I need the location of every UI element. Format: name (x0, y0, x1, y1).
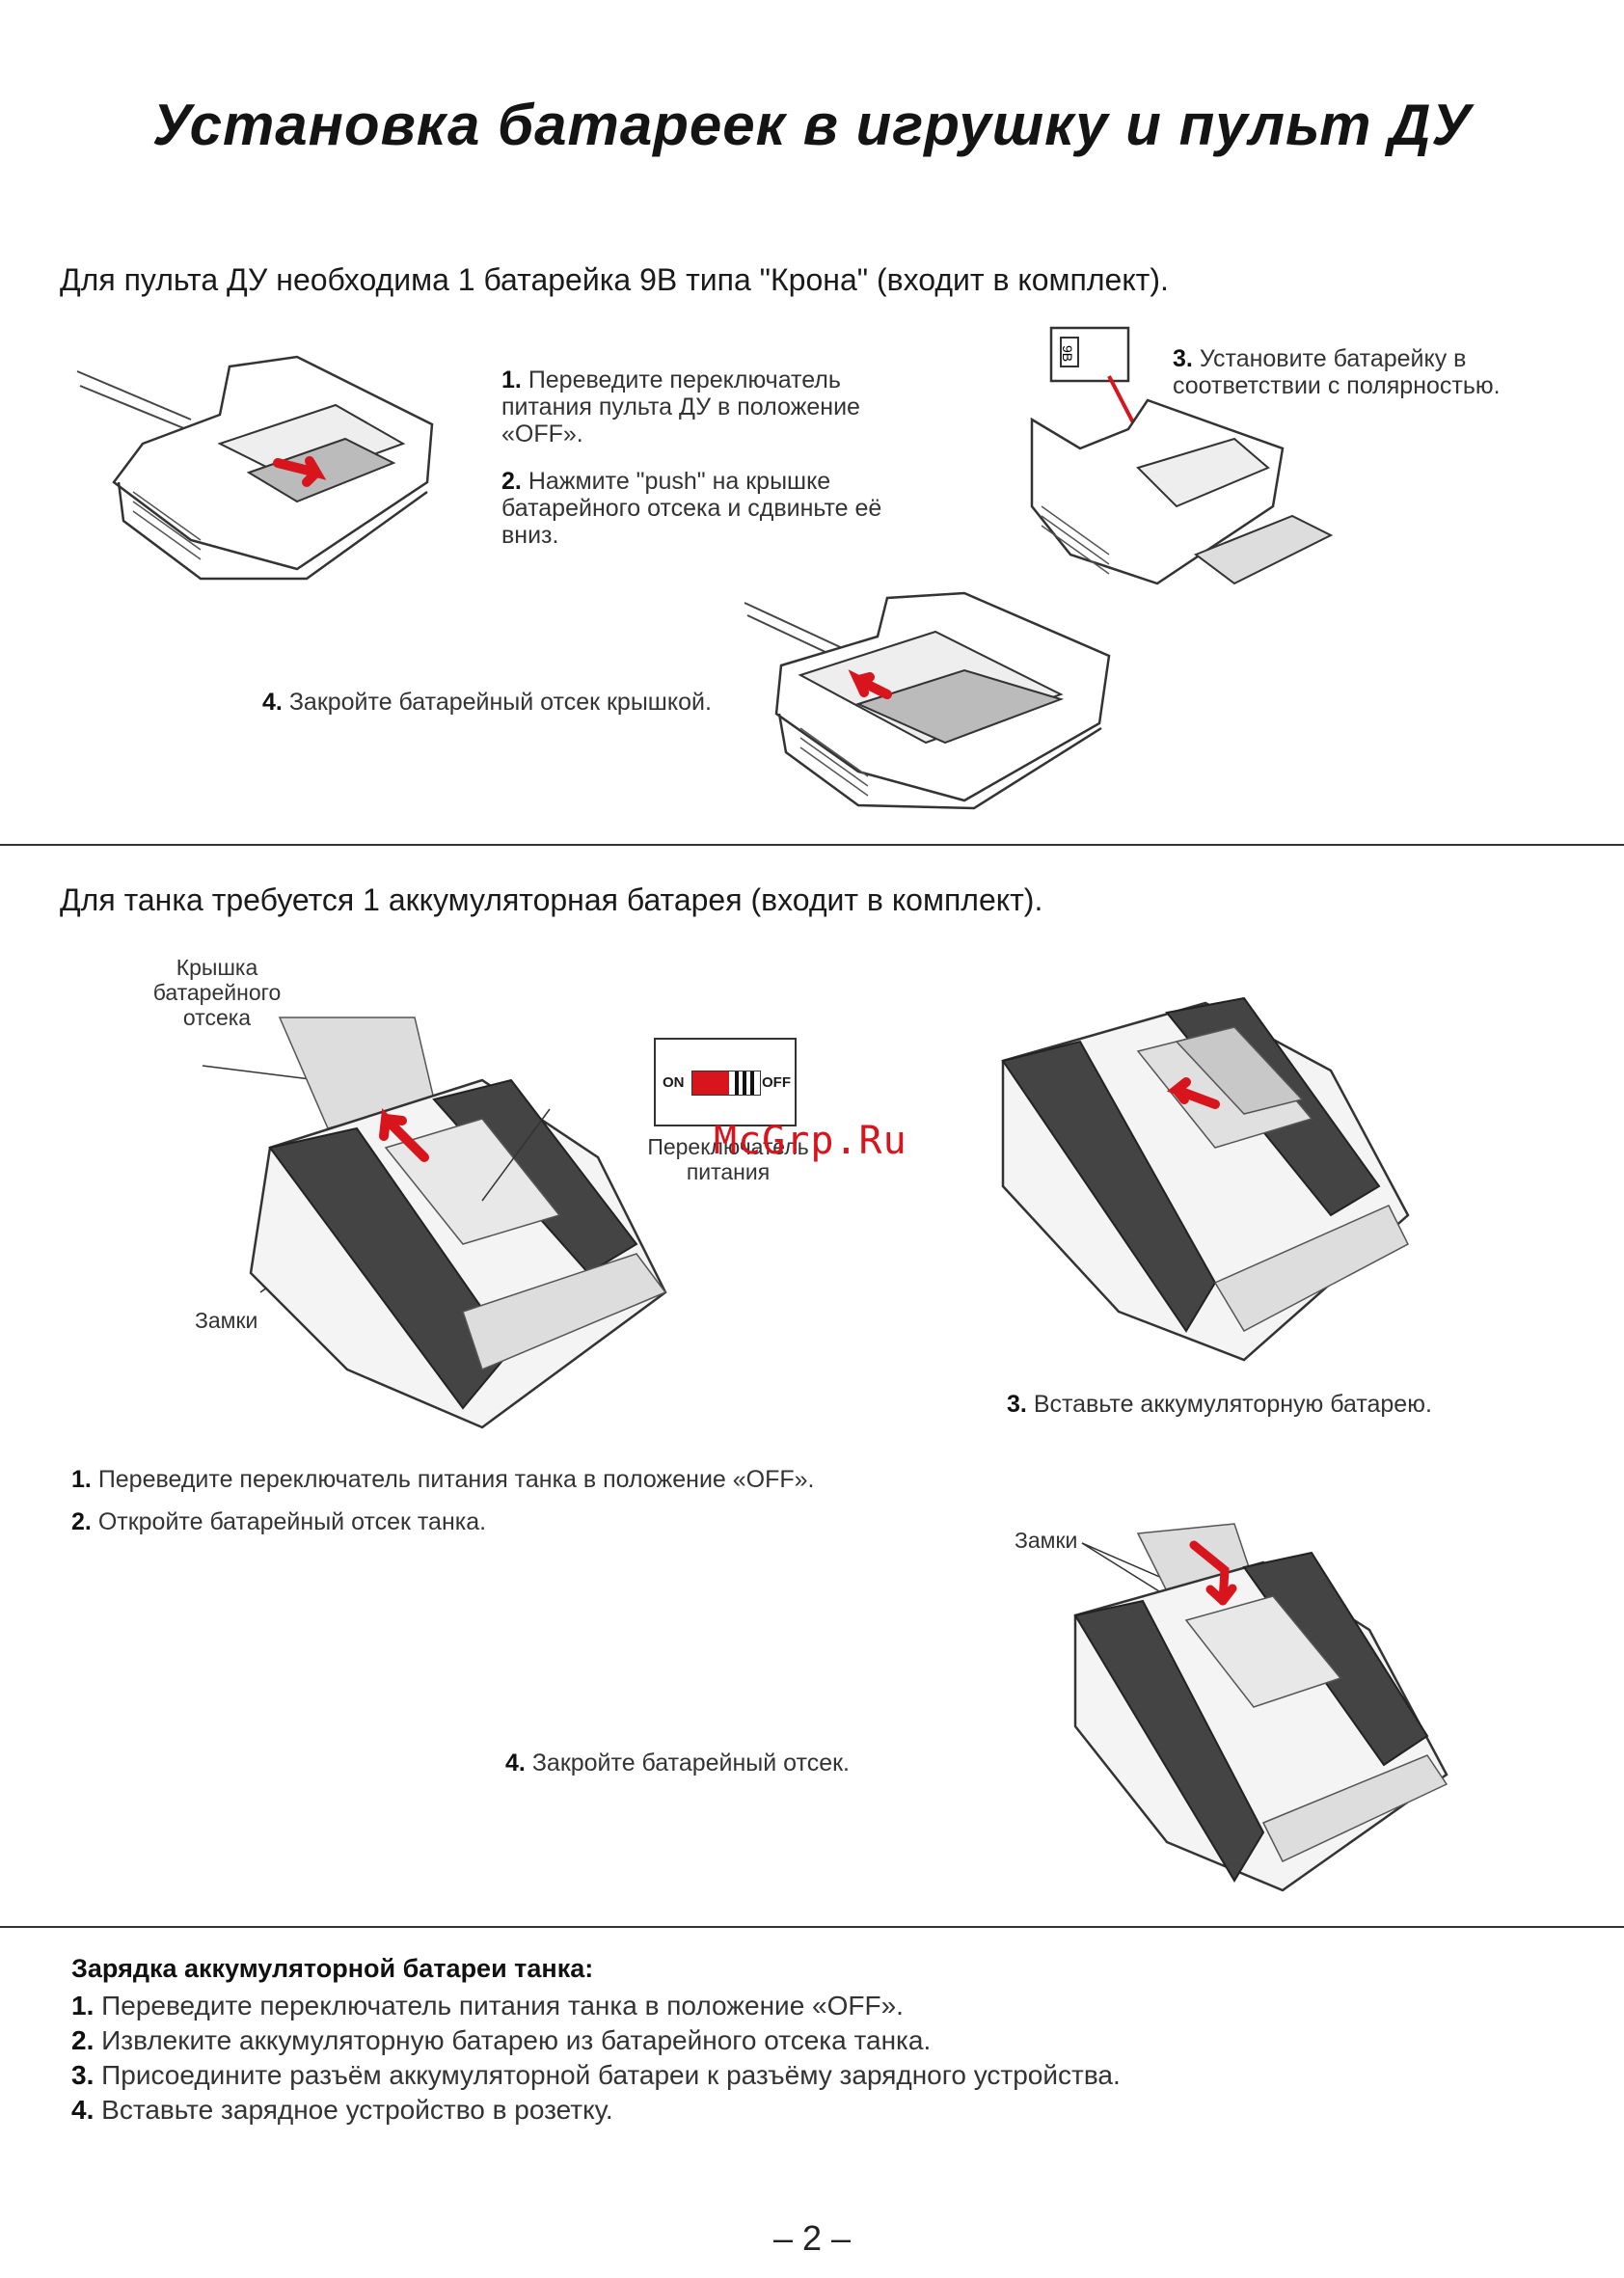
power-switch-callout: ON OFF (654, 1038, 797, 1126)
locks-label-2: Замки (1015, 1528, 1078, 1553)
power-switch-icon (691, 1071, 761, 1096)
remote-section-heading: Для пульта ДУ необходима 1 батарейка 9В … (60, 262, 1169, 297)
section-divider-2 (0, 1926, 1624, 1928)
remote-step-2: 2. Нажмите "push" на крышке батарейного … (501, 468, 882, 549)
tank-step-1: 1. Переведите переключатель питания танк… (71, 1466, 815, 1493)
tank-step-4: 4. Закройте батарейный отсек. (505, 1749, 850, 1776)
charging-step-1: 1. Переведите переключатель питания танк… (71, 1991, 904, 2020)
remote-step-3: 3. Установите батарейку в соответствии с… (1173, 345, 1501, 399)
remote-open-illustration (76, 355, 434, 581)
remote-step-1: 1. Переведите переключатель питания пуль… (501, 366, 860, 447)
page-title: Установка батареек в игрушку и пульт ДУ (151, 93, 1473, 157)
battery-insert-illustration: 9В (1030, 326, 1334, 585)
watermark: McGrp.Ru (714, 1119, 907, 1163)
charging-step-2: 2. Извлеките аккумуляторную батарею из б… (71, 2025, 932, 2055)
charging-step-3: 3. Присоедините разъём аккумуляторной ба… (71, 2060, 1121, 2090)
remote-close-illustration (744, 591, 1111, 810)
tank-close-illustration (1073, 1523, 1448, 1892)
tank-step-2: 2. Откройте батарейный отсек танка. (71, 1508, 487, 1535)
charging-step-4: 4. Вставьте зарядное устройство в розетк… (71, 2095, 613, 2125)
tank-battery-insert-illustration (1001, 996, 1410, 1362)
battery-label: 9В (1060, 345, 1075, 362)
tank-step-3: 3. Вставьте аккумуляторную батарею. (1007, 1391, 1432, 1418)
tank-section-heading: Для танка требуется 1 аккумуляторная бат… (60, 882, 1043, 917)
switch-label: Переключатель питания (647, 1134, 809, 1184)
tank-open-illustration (202, 1017, 667, 1429)
section-divider-1 (0, 844, 1624, 846)
page-number: – 2 – (772, 2218, 852, 2258)
charging-heading: Зарядка аккумуляторной батареи танка: (71, 1954, 594, 1983)
remote-step-4: 4. Закройте батарейный отсек крышкой. (262, 689, 712, 716)
cover-label: Крышка батарейного отсека (152, 955, 282, 1030)
switch-off-label: OFF (762, 1074, 791, 1091)
locks-label-1: Замки (195, 1308, 258, 1333)
switch-on-label: ON (663, 1074, 685, 1091)
